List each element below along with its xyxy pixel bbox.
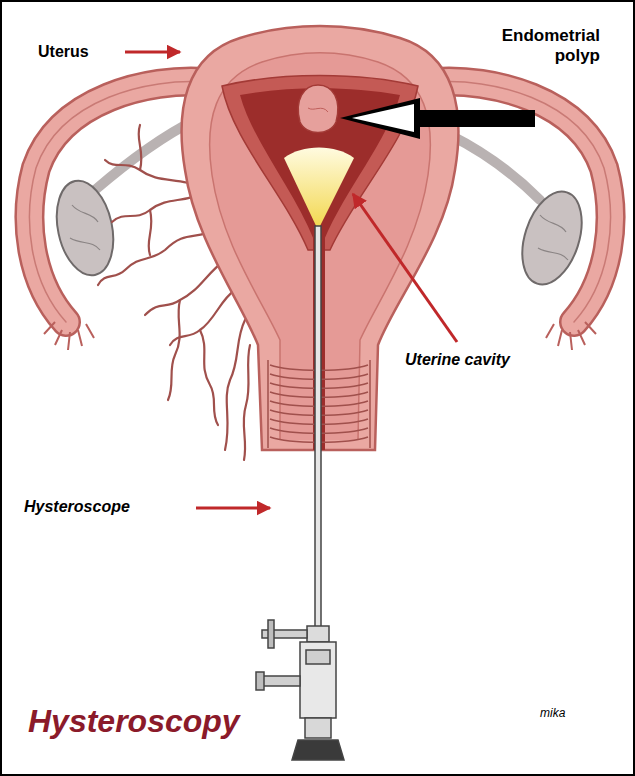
signature: mika [540, 706, 565, 720]
polyp-vein [308, 108, 328, 112]
hysteroscope-instrument [256, 226, 344, 760]
part-label: Uterine cavity [405, 350, 510, 369]
endometrium [222, 76, 418, 251]
light-cone [284, 148, 354, 231]
part-label: Hysteroscope [24, 497, 130, 516]
endometrial-polyp-shape [298, 85, 338, 133]
polyp-pointer-arrow [340, 98, 535, 139]
part-label: Uterus [38, 42, 89, 61]
leader-arrows [125, 52, 457, 508]
diagram-title: Hysteroscopy [28, 702, 240, 740]
part-label: Endometrial polyp [486, 26, 600, 67]
